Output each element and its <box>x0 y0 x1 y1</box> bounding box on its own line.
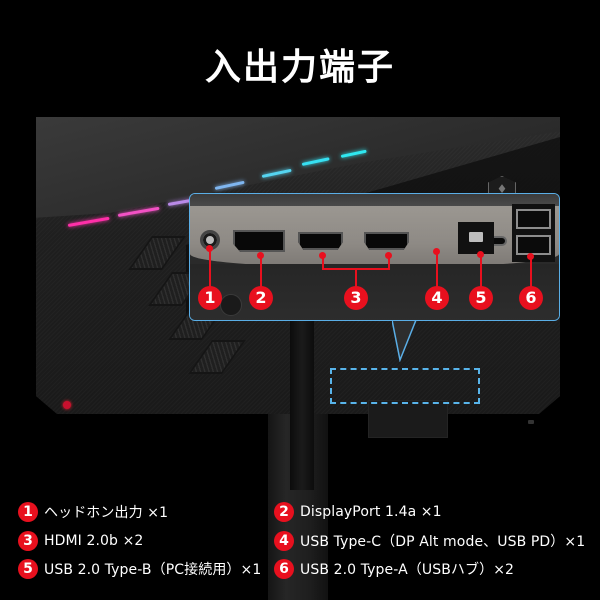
port-cover <box>368 400 448 438</box>
usb-a-port-1 <box>516 209 551 229</box>
callout-bezel <box>190 194 559 206</box>
legend-item-hdmi: 3 HDMI 2.0b ×2 <box>18 529 143 553</box>
leader-line-5 <box>480 255 482 287</box>
leader-dot <box>477 251 484 258</box>
legend-item-usb-c: 4 USB Type-C（DP Alt mode、USB PD）×1 <box>274 529 585 553</box>
usb-a-port-2 <box>516 235 551 255</box>
leader-dot <box>433 248 440 255</box>
legend-badge-1: 1 <box>18 502 38 522</box>
legend-badge-5: 5 <box>18 559 38 579</box>
callout-pointer <box>392 319 417 362</box>
legend-label: USB 2.0 Type-B（PC接続用）×1 <box>44 562 262 578</box>
leader-line-4 <box>436 252 438 287</box>
leader-line-3b <box>388 256 390 269</box>
legend-badge-3: 3 <box>18 531 38 551</box>
usb-a-port-stack <box>512 204 555 262</box>
usb-b-port-socket <box>469 232 483 242</box>
callout-lower-body <box>190 264 559 320</box>
leader-dot <box>385 252 392 259</box>
legend-item-usb-b: 5 USB 2.0 Type-B（PC接続用）×1 <box>18 557 261 581</box>
leader-dot <box>527 253 534 260</box>
kensington-lock-slot <box>528 420 534 424</box>
leader-line-3c <box>355 268 357 287</box>
port-badge-6: 6 <box>519 286 543 310</box>
legend-label: DisplayPort 1.4a ×1 <box>300 504 442 520</box>
stand-neck <box>290 320 314 490</box>
port-badge-2: 2 <box>249 286 273 310</box>
page-title: 入出力端子 <box>204 47 395 88</box>
legend-item-usb-a: 6 USB 2.0 Type-A（USBハブ）×2 <box>274 557 514 581</box>
legend-label: USB 2.0 Type-A（USBハブ）×2 <box>300 562 515 578</box>
port-area-highlight <box>330 368 480 404</box>
leader-dot <box>319 252 326 259</box>
leader-dot <box>206 245 213 252</box>
leader-line-1 <box>209 249 211 287</box>
legend-badge-6: 6 <box>274 559 294 579</box>
power-button <box>63 401 71 409</box>
displayport-port <box>233 230 285 252</box>
port-closeup-callout: 1 2 3 4 5 6 <box>189 193 560 321</box>
legend-badge-4: 4 <box>274 531 294 551</box>
legend-label: HDMI 2.0b ×2 <box>44 533 144 549</box>
leader-line-3a <box>322 256 324 269</box>
legend-label: ヘッドホン出力 ×1 <box>44 505 169 521</box>
hdmi-port-2 <box>364 232 409 250</box>
leader-dot <box>257 252 264 259</box>
port-badge-4: 4 <box>425 286 449 310</box>
hdmi-port-1 <box>298 232 343 250</box>
legend-label: USB Type-C（DP Alt mode、USB PD）×1 <box>300 534 586 550</box>
legend-item-headphone: 1 ヘッドホン出力 ×1 <box>18 500 168 524</box>
leader-line-2 <box>260 256 262 287</box>
screw-cover <box>220 294 242 316</box>
usb-b-port <box>458 222 494 254</box>
leader-line-6 <box>530 257 532 287</box>
port-badge-3: 3 <box>344 286 368 310</box>
legend-item-displayport: 2 DisplayPort 1.4a ×1 <box>274 500 442 524</box>
port-badge-5: 5 <box>469 286 493 310</box>
port-badge-1: 1 <box>198 286 222 310</box>
legend-badge-2: 2 <box>274 502 294 522</box>
